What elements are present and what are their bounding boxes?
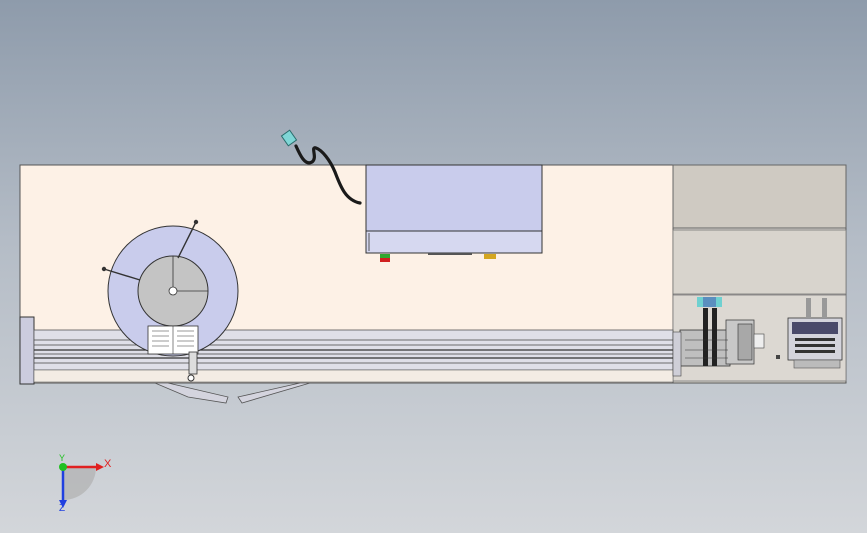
red-indicator: [380, 258, 390, 262]
control-box-base: [365, 230, 543, 254]
right-housing-top-panel: [672, 164, 847, 229]
cable-connector: [280, 129, 298, 147]
gearbox-assembly: [776, 298, 843, 369]
yellow-indicator: [484, 254, 496, 259]
triad-z-label: Z: [59, 503, 66, 514]
reel-assembly: [101, 219, 239, 382]
power-cable: [294, 144, 362, 205]
coordinate-triad: X Y Z: [48, 453, 118, 515]
right-housing-mid-panel: [672, 229, 847, 295]
green-indicator: [380, 254, 390, 258]
control-box: [365, 164, 543, 232]
motor-assembly: [679, 297, 765, 367]
triad-x-label: X: [104, 458, 112, 470]
support-legs: [154, 382, 311, 404]
left-end-plate: [19, 316, 35, 385]
triad-graphic: [59, 463, 104, 508]
triad-y-label: Y: [59, 453, 66, 463]
